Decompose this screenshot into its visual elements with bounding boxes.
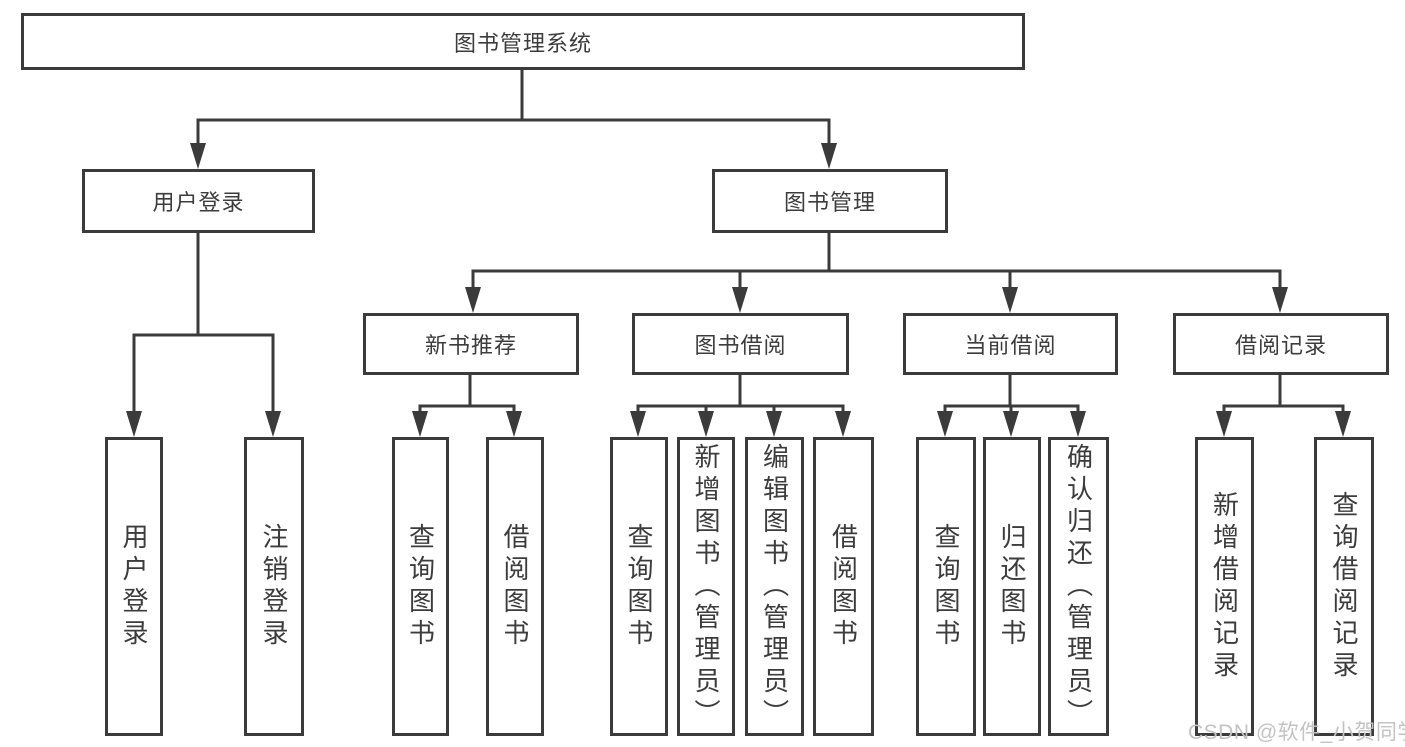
leaf-user-login: 用户登录 bbox=[105, 437, 163, 736]
node-book-borrow: 图书借阅 bbox=[632, 313, 849, 375]
leaf-borrow-books: 借阅图书 bbox=[813, 437, 874, 736]
node-book-management: 图书管理 bbox=[712, 169, 948, 233]
arrowhead bbox=[1335, 411, 1351, 437]
node-current-borrow: 当前借阅 bbox=[903, 313, 1118, 375]
leaf-query-books-borrow: 查询图书 bbox=[610, 437, 668, 736]
leaf-label: 注销登录 bbox=[259, 522, 289, 651]
connector-borrow-records-to-leaves bbox=[1222, 370, 1345, 414]
leaf-label: 新增借阅记录 bbox=[1209, 490, 1240, 683]
arrowhead bbox=[821, 143, 837, 169]
arrowhead bbox=[732, 287, 748, 313]
leaf-edit-books-admin: 编辑图书（管理员） bbox=[745, 437, 804, 736]
leaf-borrow-books-recommend: 借阅图书 bbox=[486, 437, 544, 736]
leaf-add-books-admin: 新增图书（管理员） bbox=[677, 437, 735, 736]
leaf-label: 编辑图书（管理员） bbox=[759, 442, 790, 731]
csdn-watermark: CSDN @软件_小贺同学 bbox=[1188, 721, 1405, 744]
arrowheads bbox=[126, 143, 1351, 437]
leaf-label: 查询图书 bbox=[624, 522, 654, 651]
leaf-confirm-return-admin: 确认归还（管理员） bbox=[1048, 437, 1109, 736]
arrowhead bbox=[126, 411, 142, 437]
node-library-management-system: 图书管理系统 bbox=[21, 13, 1025, 70]
node-borrow-records: 借阅记录 bbox=[1173, 313, 1389, 375]
arrowhead bbox=[698, 411, 714, 437]
arrowhead bbox=[1002, 287, 1018, 313]
arrowhead bbox=[1216, 411, 1232, 437]
leaf-query-books-recommend: 查询图书 bbox=[392, 437, 449, 736]
leaf-label: 查询借阅记录 bbox=[1329, 490, 1359, 683]
leaf-add-borrow-record: 新增借阅记录 bbox=[1195, 437, 1254, 736]
arrowhead bbox=[766, 411, 782, 437]
leaf-label: 归还图书 bbox=[997, 522, 1027, 651]
leaf-logout: 注销登录 bbox=[244, 437, 304, 736]
connector-book-borrow-to-leaves bbox=[636, 370, 845, 414]
arrowhead bbox=[465, 287, 481, 313]
leaf-return-books: 归还图书 bbox=[983, 437, 1041, 736]
leaf-label: 确认归还（管理员） bbox=[1063, 442, 1094, 731]
leaf-label: 查询图书 bbox=[405, 522, 436, 651]
node-user-login: 用户登录 bbox=[82, 169, 315, 233]
arrowhead bbox=[1070, 411, 1086, 437]
arrowhead bbox=[1003, 411, 1019, 437]
leaf-label: 新增图书（管理员） bbox=[691, 442, 721, 731]
connector-book-management-to-level3 bbox=[471, 228, 1282, 290]
node-new-book-recommend: 新书推荐 bbox=[363, 313, 579, 375]
arrowhead bbox=[835, 411, 851, 437]
connector-root-to-level2 bbox=[196, 64, 831, 146]
leaf-query-books-current: 查询图书 bbox=[916, 437, 976, 736]
connector-current-borrow-to-leaves bbox=[943, 370, 1080, 414]
arrowhead bbox=[1272, 287, 1288, 313]
arrowhead bbox=[630, 411, 646, 437]
leaf-label: 借阅图书 bbox=[828, 522, 859, 651]
leaf-query-borrow-record: 查询借阅记录 bbox=[1314, 437, 1374, 736]
arrowhead bbox=[265, 411, 281, 437]
arrowhead bbox=[412, 411, 428, 437]
leaf-label: 查询图书 bbox=[931, 522, 961, 651]
arrowhead bbox=[190, 143, 206, 169]
connector-user-login-to-leaves bbox=[132, 228, 275, 414]
leaf-label: 借阅图书 bbox=[500, 522, 530, 651]
arrowhead bbox=[937, 411, 953, 437]
connector-new-book-to-leaves bbox=[418, 370, 516, 414]
leaf-label: 用户登录 bbox=[119, 522, 149, 651]
arrowhead bbox=[506, 411, 522, 437]
